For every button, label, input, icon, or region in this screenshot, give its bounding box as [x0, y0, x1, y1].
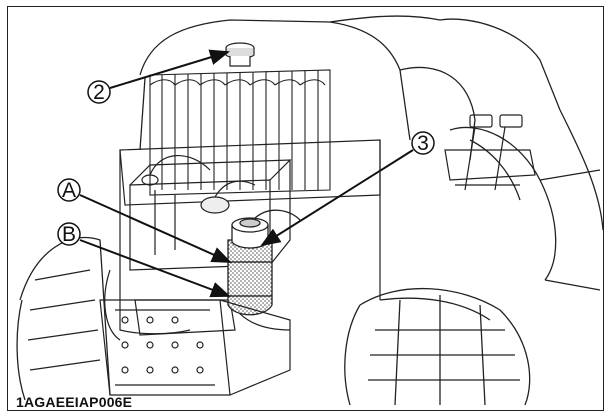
callout-arrow	[79, 194, 232, 263]
radiator-cap	[225, 42, 255, 67]
coolant-reserve-tank	[227, 209, 301, 316]
figure-frame	[7, 6, 604, 411]
callout-arrow	[79, 239, 231, 298]
callout-label-a: A	[62, 179, 76, 202]
front-weight-bracket	[99, 299, 291, 396]
radiator-core	[149, 69, 331, 196]
front-tire-left	[16, 236, 111, 401]
callout-circle	[57, 222, 81, 246]
rear-wheel	[449, 109, 604, 291]
figure-code: 1AGAEEIAP006E	[16, 394, 133, 410]
callout-arrow	[260, 149, 414, 247]
callout-arrow	[109, 49, 230, 89]
footstep-pedals	[444, 114, 536, 191]
callout-label-3: 3	[417, 132, 429, 155]
callout-circle	[57, 178, 81, 202]
callout-circle	[87, 80, 111, 104]
callout-B: B	[57, 222, 231, 298]
callout-circle	[411, 131, 435, 155]
callout-label-2: 2	[93, 81, 105, 104]
callout-A: A	[57, 178, 232, 263]
front-tire-right	[344, 287, 531, 406]
callout-2: 2	[87, 49, 230, 104]
callout-3: 3	[260, 131, 435, 247]
callout-label-b: B	[62, 223, 76, 246]
hood-outline	[139, 15, 561, 161]
